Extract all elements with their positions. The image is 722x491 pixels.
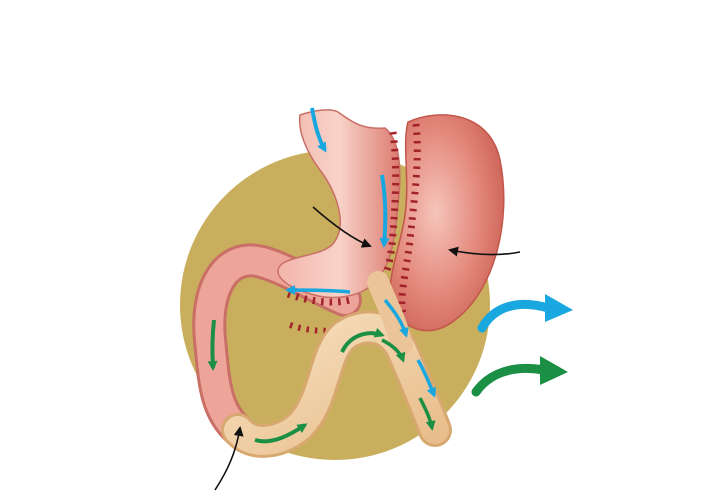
juice-flow-arrow-mid — [381, 338, 406, 363]
food-flow-arrow-roux — [416, 359, 437, 398]
gastric-pouch — [277, 109, 401, 299]
juice-flow-arrow-anastomosis — [254, 423, 308, 444]
food-flow-arrow-esophagus — [310, 107, 327, 153]
pointer-arrow-anastomosis — [214, 426, 244, 491]
food-flow-arrow-junction — [383, 298, 409, 338]
food-flow-arrow-pouch — [379, 174, 390, 248]
blue-curved-arrow-icon — [477, 294, 573, 333]
juice-flow-arrow-upper — [340, 327, 385, 353]
pointer-arrow-remnant — [448, 246, 521, 257]
juice-flow-arrow-lower — [418, 397, 436, 431]
food-flow-arrow-pouch-left — [285, 285, 351, 296]
pointer-arrow-pouch — [312, 206, 372, 248]
green-curved-arrow-icon — [471, 356, 568, 397]
juice-flow-arrow-biliary — [207, 319, 218, 371]
